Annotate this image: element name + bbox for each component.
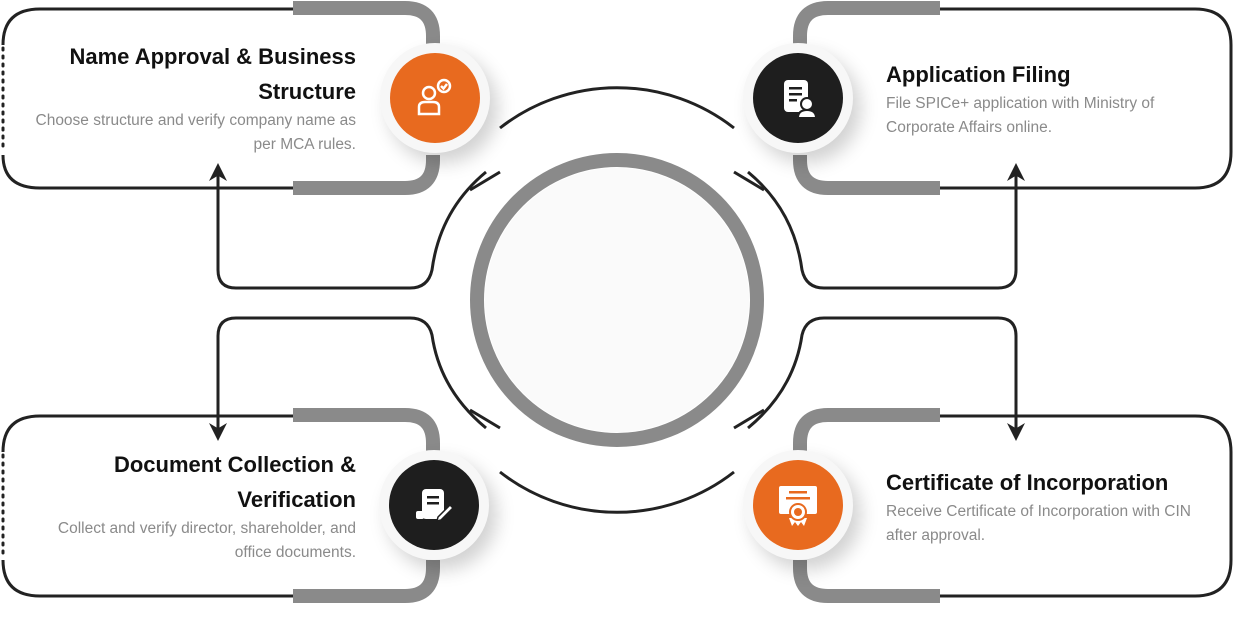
step-3-description: Collect and verify director, shareholder… <box>57 520 356 561</box>
document-user-icon <box>753 53 843 143</box>
certificate-icon <box>753 460 843 550</box>
step-3-icon-badge <box>379 450 489 560</box>
user-check-icon <box>390 53 480 143</box>
center-rings <box>469 86 765 514</box>
step-1-title: Name Approval & Business Structure <box>69 44 357 104</box>
step-2-description: File SPICe+ application with Ministry of… <box>886 95 1155 136</box>
step-1-description: Choose structure and verify company name… <box>35 112 357 153</box>
document-edit-icon <box>389 460 479 550</box>
step-2-title: Application Filing <box>886 62 1071 87</box>
arrow-to-step-1 <box>209 163 487 290</box>
step-2-icon-badge <box>743 43 853 153</box>
step-4-description: Receive Certificate of Incorporation wit… <box>886 503 1191 544</box>
arrow-to-step-3 <box>209 316 487 441</box>
box-outline-step-3 <box>1 408 440 603</box>
step-1-icon-badge <box>380 43 490 153</box>
step-4-title: Certificate of Incorporation <box>886 470 1169 495</box>
step-3-title: Document Collection & Verification <box>113 452 356 512</box>
step-4-icon-badge <box>743 450 853 560</box>
box-outline-step-1 <box>1 1 440 195</box>
arrow-to-step-2 <box>747 163 1025 290</box>
box-outline-step-2 <box>793 1 1233 195</box>
arrow-to-step-4 <box>747 316 1025 441</box>
box-outline-step-4 <box>793 408 1233 603</box>
